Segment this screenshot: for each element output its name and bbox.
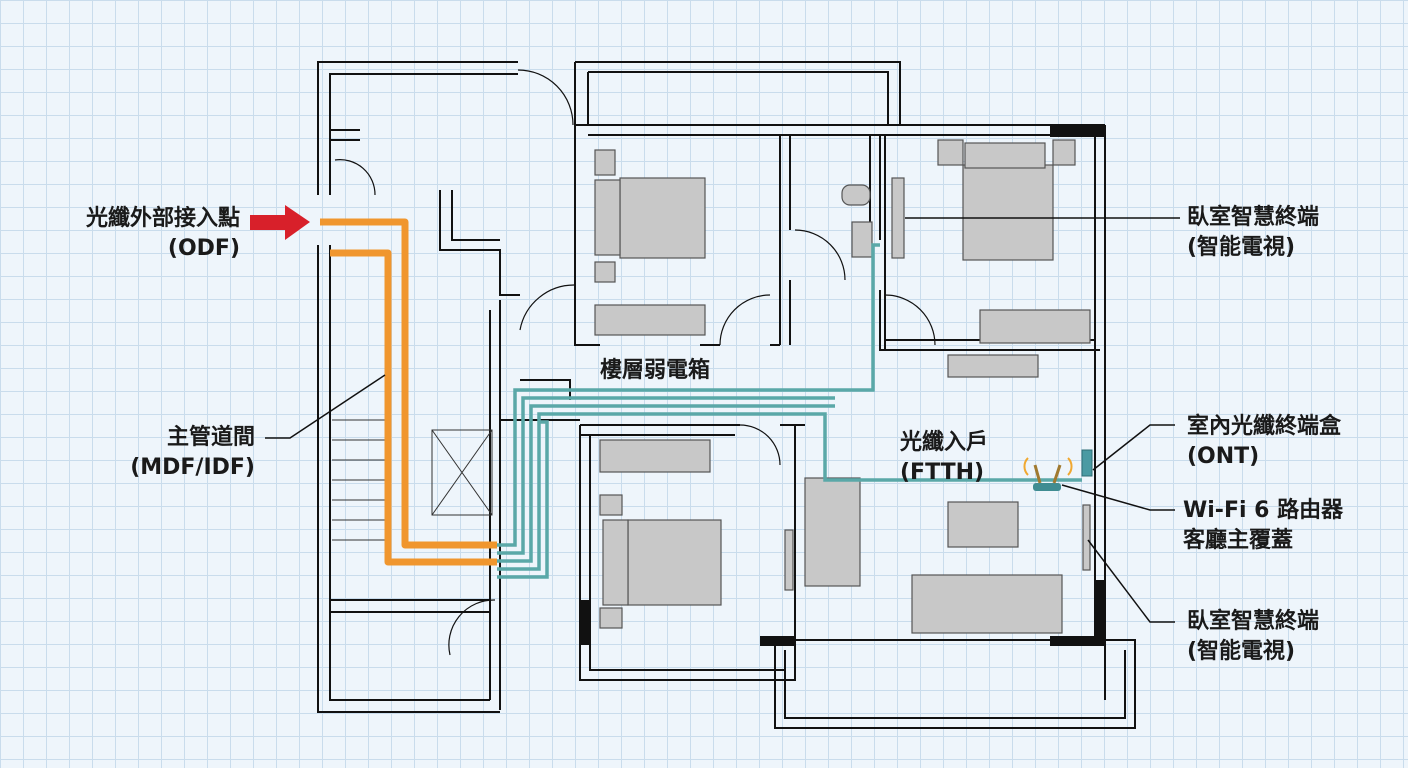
label-bedroom-tv-bottom: 臥室智慧終端 (智能電視) <box>1187 607 1319 667</box>
label-ftth-title: 光纖入戶 <box>900 430 989 455</box>
label-bedroom-tv-bottom-sub: (智能電視) <box>1187 639 1296 664</box>
entry-arrow-icon <box>250 205 310 240</box>
label-odf-title: 光纖外部接入點 <box>85 206 240 231</box>
router-icon <box>1023 457 1073 491</box>
label-ont: 室內光纖終端盒 (ONT) <box>1187 412 1341 472</box>
columns <box>580 125 1105 646</box>
ont-icon <box>1081 449 1093 477</box>
label-shaft-sub: (MDF/IDF) <box>130 455 255 480</box>
furniture <box>594 139 1091 634</box>
label-ont-sub: (ONT) <box>1187 444 1260 469</box>
stairs <box>332 419 493 541</box>
label-odf: 光纖外部接入點 (ODF) <box>86 204 240 264</box>
label-shaft-title: 主管道間 <box>166 425 255 450</box>
label-bedroom-tv-top-title: 臥室智慧終端 <box>1187 205 1320 230</box>
label-ont-title: 室內光纖終端盒 <box>1187 414 1342 439</box>
label-router: Wi-Fi 6 路由器 客廳主覆蓋 <box>1183 496 1343 556</box>
label-ftth: 光纖入戶 (FTTH) <box>900 428 988 488</box>
label-bedroom-tv-bottom-title: 臥室智慧終端 <box>1187 609 1320 634</box>
label-floor-box: 樓層弱電箱 <box>600 358 711 383</box>
fiber-trunk <box>320 218 497 566</box>
label-shaft: 主管道間 (MDF/IDF) <box>130 423 255 483</box>
label-ftth-sub: (FTTH) <box>900 460 985 485</box>
leader-lines <box>265 217 1180 623</box>
label-router-title: Wi-Fi 6 路由器 <box>1183 498 1344 523</box>
label-bedroom-tv-top: 臥室智慧終端 (智能電視) <box>1187 203 1319 263</box>
label-odf-sub: (ODF) <box>167 236 240 261</box>
doors <box>334 69 936 656</box>
label-router-sub: 客廳主覆蓋 <box>1183 528 1294 553</box>
label-bedroom-tv-top-sub: (智能電視) <box>1187 235 1296 260</box>
fiber-indoor <box>497 243 1082 579</box>
